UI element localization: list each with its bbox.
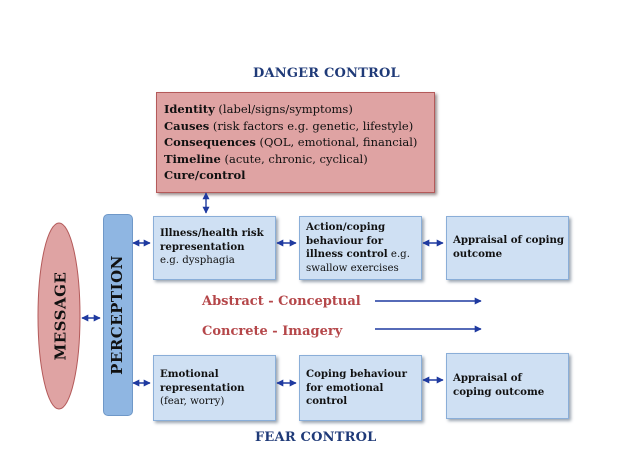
emotional-rep-line3: (fear, worry) <box>160 396 225 407</box>
cure-control-line: Cure/control <box>164 168 246 182</box>
appraisal-bottom-box: Appraisal of coping outcome <box>446 353 569 419</box>
perception-bar <box>103 214 133 416</box>
illness-rep-line2: representation <box>160 240 245 253</box>
causes-line: Causes (risk factors e.g. genetic, lifes… <box>164 118 414 133</box>
emotional-rep-line2: representation <box>160 381 245 394</box>
appraisal-top-line1: Appraisal of coping <box>453 234 564 246</box>
coping-emotional-line1: Coping behaviour <box>306 368 407 380</box>
illness-rep-line3: e.g. dysphagia <box>160 255 235 266</box>
illness-representation-box: Illness/health risk representation e.g. … <box>153 216 276 280</box>
message-ellipse <box>37 222 81 410</box>
coping-emotional-line3: control <box>306 395 348 407</box>
danger-control-header: DANGER CONTROL <box>253 66 400 81</box>
illness-representation-dimensions-box: Identity (label/signs/symptoms) Causes (… <box>156 92 435 193</box>
action-coping-line4: swallow exercises <box>306 262 399 274</box>
fear-control-header: FEAR CONTROL <box>255 430 377 445</box>
legend-abstract-label: Abstract - Conceptual <box>202 294 361 309</box>
action-coping-line3: illness control e.g. <box>306 248 410 260</box>
emotional-representation-box: Emotional representation (fear, worry) <box>153 355 276 421</box>
appraisal-top-box: Appraisal of coping outcome <box>446 216 569 280</box>
coping-emotional-box: Coping behaviour for emotional control <box>299 355 422 421</box>
emotional-rep-line1: Emotional <box>160 368 219 380</box>
appraisal-bottom-line1: Appraisal of <box>453 372 522 384</box>
consequences-line: Consequences (QOL, emotional, financial) <box>164 135 418 149</box>
illness-rep-line1: Illness/health risk <box>160 227 264 239</box>
legend-concrete-label: Concrete - Imagery <box>202 324 343 339</box>
identity-line: Identity (label/signs/symptoms) <box>164 102 353 116</box>
appraisal-bottom-line2: coping outcome <box>453 385 545 398</box>
appraisal-top-line2: outcome <box>453 247 503 260</box>
coping-emotional-line2: for emotional <box>306 381 384 394</box>
action-coping-line2: behaviour for <box>306 234 384 247</box>
action-coping-box: Action/coping behaviour for illness cont… <box>299 216 422 280</box>
timeline-line: Timeline (acute, chronic, cyclical) <box>164 151 368 166</box>
action-coping-line1: Action/coping <box>306 221 386 233</box>
